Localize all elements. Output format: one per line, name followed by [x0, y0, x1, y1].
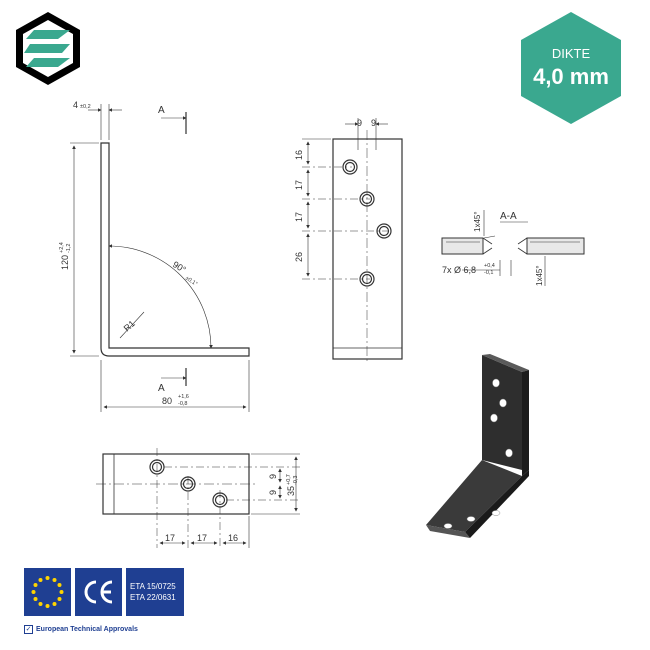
- section-mark-bottom: A: [158, 383, 165, 394]
- badge-title: DIKTE: [552, 46, 591, 61]
- horizontal-dim-right-2: 9: [268, 490, 278, 495]
- eta-line-1: ETA 15/0725: [130, 582, 176, 591]
- ce-mark-icon: [84, 580, 113, 604]
- side-view: [70, 104, 250, 412]
- horizontal-total-tol-lower: -0,3: [293, 476, 299, 485]
- horizontal-dim-bottom-1: 17: [165, 533, 175, 543]
- vertical-dim-left-3: 17: [294, 212, 304, 222]
- hole-tol-upper: +0,4: [484, 263, 495, 269]
- thickness-tol: ±0,2: [80, 104, 91, 110]
- hole-tol-lower: -0,1: [484, 270, 493, 276]
- width-dim: 80: [162, 396, 172, 406]
- approvals-caption-text: European Technical Approvals: [36, 625, 138, 633]
- vertical-dim-left-1: 16: [294, 150, 304, 160]
- height-tol-upper: +2,4: [59, 242, 65, 253]
- vertical-dim-left-4: 26: [294, 252, 304, 262]
- hole-spec: 7x Ø 6,8: [442, 265, 476, 275]
- radius-dim: R1: [122, 318, 137, 333]
- section-mark-top: A: [158, 105, 165, 116]
- checkmark-icon: ✓: [24, 624, 33, 634]
- approvals-caption: ✓ European Technical Approvals: [24, 623, 184, 635]
- vertical-dim-top-1: 9: [357, 118, 362, 128]
- eta-numbers: ETA 15/0725 ETA 22/0631: [126, 568, 184, 616]
- ce-mark: [75, 568, 122, 616]
- horizontal-dim-bottom-2: 17: [197, 533, 207, 543]
- angle-tol: ±0,1°: [184, 276, 198, 288]
- vertical-dim-top-2: 9: [371, 118, 376, 128]
- horizontal-dim-right-1: 9: [268, 474, 278, 479]
- height-dim: 120: [60, 255, 70, 270]
- horizontal-dim-bottom-3: 16: [228, 533, 238, 543]
- horizontal-total-tol-upper: +0,7: [286, 474, 292, 485]
- thickness-dim: 4: [73, 100, 78, 110]
- chamfer-bottom: 1x45°: [535, 265, 544, 286]
- thickness-badge: DIKTE 4,0 mm: [521, 12, 621, 124]
- bracket-3d-render: [426, 354, 529, 538]
- chamfer-top: 1x45°: [473, 211, 482, 232]
- horizontal-leg-view: [96, 448, 300, 548]
- vertical-dim-left-2: 17: [294, 180, 304, 190]
- height-tol-lower: -1,2: [66, 244, 72, 253]
- angle-dim: 90°: [171, 259, 188, 275]
- approvals-block: ETA 15/0725 ETA 22/0631 ✓ European Techn…: [24, 568, 184, 638]
- section-view: [441, 210, 585, 286]
- section-title: A-A: [500, 211, 517, 222]
- eta-line-2: ETA 22/0631: [130, 593, 176, 602]
- horizontal-dim-total: 35: [286, 486, 296, 496]
- width-tol-upper: +1,6: [178, 394, 189, 400]
- eu-stars-icon: [31, 576, 64, 608]
- width-tol-lower: -0,8: [178, 401, 187, 407]
- eu-flag: [24, 568, 71, 616]
- vertical-leg-view: [302, 118, 403, 364]
- company-logo: [16, 12, 80, 85]
- badge-value: 4,0 mm: [533, 64, 609, 89]
